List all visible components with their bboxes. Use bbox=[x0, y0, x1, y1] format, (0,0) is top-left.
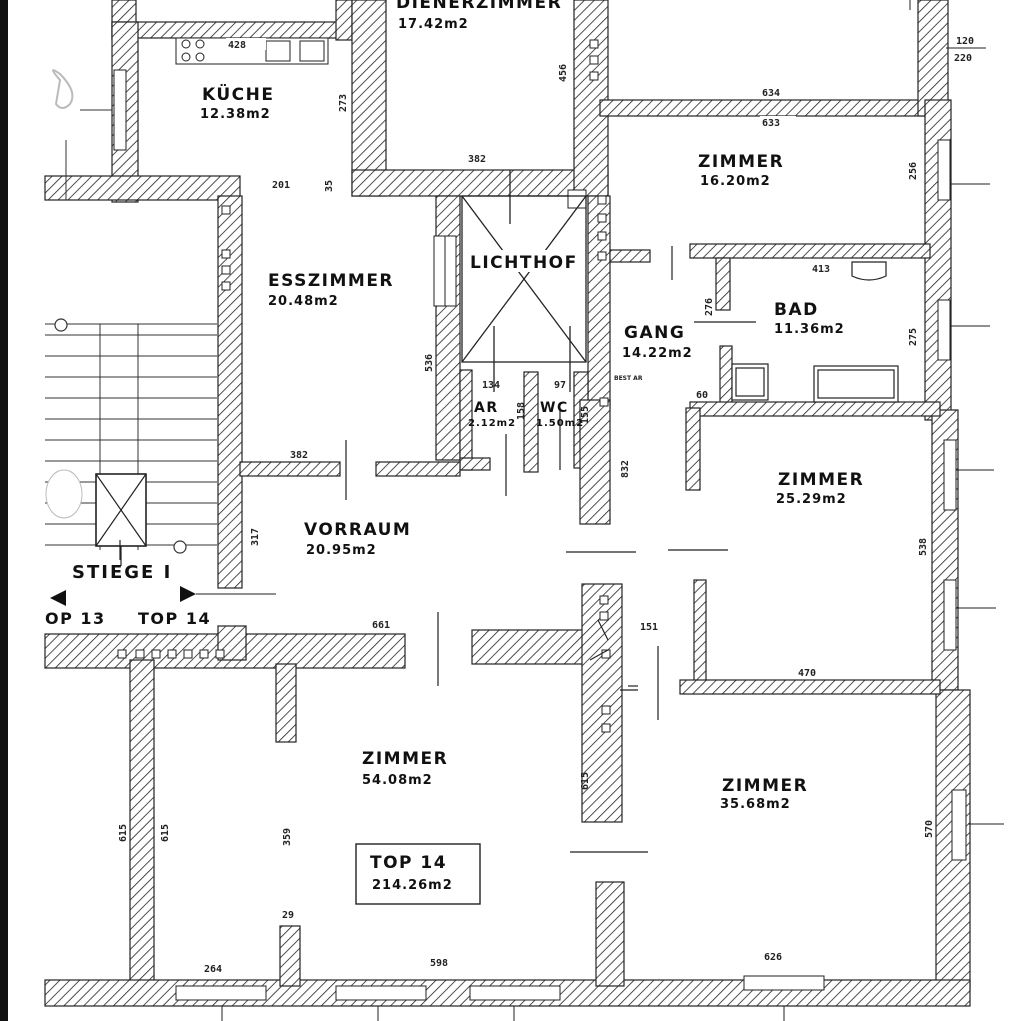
dim-label: 359 bbox=[282, 828, 293, 846]
room-name-bad: BAD bbox=[774, 300, 819, 320]
unit-area: 214.26m2 bbox=[372, 878, 453, 893]
dim-label: 273 bbox=[338, 94, 349, 112]
bath-fixtures bbox=[731, 261, 899, 403]
room-name-zimmer-topright: ZIMMER bbox=[698, 152, 784, 172]
room-area-esszimmer: 20.48m2 bbox=[268, 294, 339, 309]
room-area-zimmer-topright: 16.20m2 bbox=[700, 174, 771, 189]
dim-label: BEST AR bbox=[614, 375, 643, 382]
dim-label: 60 bbox=[696, 390, 708, 401]
room-name-zimmer-big: ZIMMER bbox=[362, 749, 448, 769]
unit-box bbox=[355, 843, 481, 905]
dim-label: 598 bbox=[430, 958, 448, 969]
dim-label: 470 bbox=[798, 668, 816, 679]
dim-label: 634 bbox=[762, 88, 780, 99]
room-area-gang: 14.22m2 bbox=[622, 346, 693, 361]
dim-label: 29 bbox=[282, 910, 294, 921]
dim-label: 97 bbox=[554, 380, 566, 391]
arrow-left-icon bbox=[50, 590, 66, 606]
room-name-lichthof: LICHTHOF bbox=[470, 253, 578, 273]
dim-label: 615 bbox=[160, 824, 171, 842]
arrow-right-icon bbox=[180, 586, 196, 602]
room-name-zimmer-right: ZIMMER bbox=[778, 470, 864, 490]
dim-label: 276 bbox=[704, 298, 715, 316]
room-area-bad: 11.36m2 bbox=[774, 322, 845, 337]
dim-label: 615 bbox=[118, 824, 129, 842]
room-area-wc: 1.50m2 bbox=[536, 418, 584, 429]
dim-label: 201 bbox=[272, 180, 290, 191]
dim-label: 661 bbox=[372, 620, 390, 631]
room-name-esszimmer: ESSZIMMER bbox=[268, 271, 394, 291]
room-area-ar: 2.12m2 bbox=[468, 418, 516, 429]
outer-ticks bbox=[221, 0, 1004, 1021]
room-area-zimmer-bottomright: 35.68m2 bbox=[720, 797, 791, 812]
room-labels: DIENERZIMMER 17.42m2 KÜCHE 12.38m2 ZIMME… bbox=[45, 0, 864, 893]
dim-label: 456 bbox=[558, 64, 569, 82]
wall-fixtures bbox=[117, 39, 611, 733]
room-area-zimmer-right: 25.29m2 bbox=[776, 492, 847, 507]
door-lines bbox=[119, 246, 756, 853]
dim-label: 626 bbox=[764, 952, 782, 963]
dim-label: 413 bbox=[812, 264, 830, 275]
room-name-zimmer-bottomright: ZIMMER bbox=[722, 776, 808, 796]
dim-label: 570 bbox=[924, 820, 935, 838]
room-area-dienerzimmer: 17.42m2 bbox=[398, 17, 469, 32]
room-area-kueche: 12.38m2 bbox=[200, 107, 271, 122]
window-marks bbox=[113, 69, 967, 1001]
dim-label: 615 bbox=[580, 772, 591, 790]
dim-label: 317 bbox=[250, 528, 261, 546]
dim-label: 832 bbox=[620, 460, 631, 478]
this-unit-stair-label: TOP 14 bbox=[138, 609, 211, 628]
dimensions: 428 273 201 35 382 456 634 633 120 220 2… bbox=[118, 36, 974, 975]
dim-label: 538 bbox=[918, 538, 929, 556]
stair-label: STIEGE I bbox=[72, 562, 172, 583]
neighbor-unit-label: OP 13 bbox=[45, 609, 106, 628]
dim-label: 382 bbox=[290, 450, 308, 461]
dim-label: 536 bbox=[424, 354, 435, 372]
dim-label: 428 bbox=[228, 40, 246, 51]
dim-label: 158 bbox=[516, 402, 527, 420]
room-name-wc: WC bbox=[540, 400, 569, 416]
lichthof-shaft bbox=[461, 170, 587, 392]
room-area-zimmer-big: 54.08m2 bbox=[362, 773, 433, 788]
room-name-kueche: KÜCHE bbox=[202, 83, 275, 105]
dim-label: 220 bbox=[954, 53, 972, 64]
staircase bbox=[45, 69, 217, 566]
dim-label: 151 bbox=[640, 622, 658, 633]
room-name-ar: AR bbox=[474, 400, 499, 416]
room-area-vorraum: 20.95m2 bbox=[306, 543, 377, 558]
dim-label: 275 bbox=[908, 328, 919, 346]
dim-label: 120 bbox=[956, 36, 974, 47]
dim-label: 256 bbox=[908, 162, 919, 180]
dim-label: 633 bbox=[762, 118, 780, 129]
dim-label: 264 bbox=[204, 964, 222, 975]
dim-label: 35 bbox=[324, 180, 335, 192]
room-name-gang: GANG bbox=[624, 323, 685, 343]
dim-label: 382 bbox=[468, 154, 486, 165]
room-name-vorraum: VORRAUM bbox=[304, 520, 411, 540]
unit-name: TOP 14 bbox=[370, 853, 447, 873]
room-name-dienerzimmer: DIENERZIMMER bbox=[396, 0, 562, 13]
dim-label: 155 bbox=[580, 406, 591, 424]
dim-label: 134 bbox=[482, 380, 500, 391]
